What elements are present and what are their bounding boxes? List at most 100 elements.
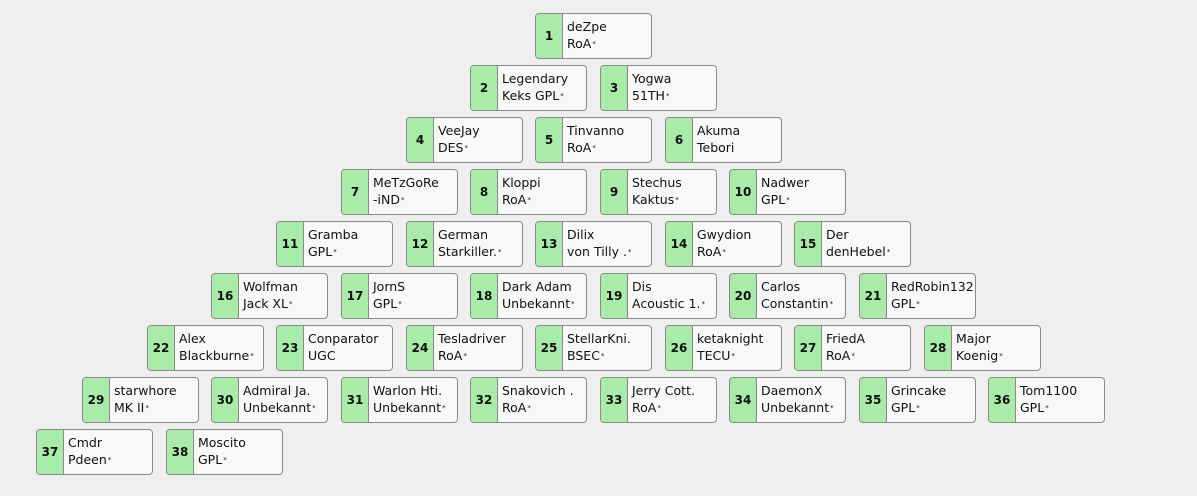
player-team: GPL [891, 296, 916, 311]
rank-number: 8 [471, 170, 498, 214]
player-team-line: RoA* [567, 35, 607, 52]
asterisk-mark: * [592, 40, 596, 48]
player-team-line: RoA* [502, 399, 574, 416]
player-team: -iND [373, 192, 400, 207]
rank-number: 17 [342, 274, 369, 318]
player-name: Kloppi [502, 175, 541, 190]
player-team: BSEC [567, 348, 600, 363]
rank-number: 29 [83, 378, 110, 422]
player-name: Akuma [697, 123, 741, 138]
rank-number: 6 [666, 118, 693, 162]
asterisk-mark: * [464, 144, 468, 152]
player-name: Admiral Ja. [243, 383, 311, 398]
rank-number: 26 [666, 326, 693, 370]
rank-number: 5 [536, 118, 563, 162]
player-team: RoA [502, 192, 527, 207]
player-team-line: Keks GPL* [502, 87, 568, 104]
rank-number: 37 [37, 430, 64, 474]
asterisk-mark: * [722, 248, 726, 256]
player-name: Der [826, 227, 849, 242]
rank-number: 22 [148, 326, 175, 370]
player-team-line: GPL* [891, 399, 946, 416]
rank-number: 25 [536, 326, 563, 370]
player-team-line: GPL* [198, 451, 246, 468]
player-team-line: Kaktus* [632, 191, 682, 208]
player-name: starwhore [114, 383, 177, 398]
player-team: 51TH [632, 88, 665, 103]
rank-number: 33 [601, 378, 628, 422]
rank-number: 32 [471, 378, 498, 422]
player-team-line: 51TH* [632, 87, 671, 104]
rank-number: 35 [860, 378, 887, 422]
player-team: DES [438, 140, 464, 155]
player-team-line: Constantin* [761, 295, 833, 312]
player-name: Dilix [567, 227, 595, 242]
asterisk-mark: * [665, 92, 670, 100]
player-name: Carlos [761, 279, 801, 294]
player-team: Pdeen [68, 452, 107, 467]
asterisk-mark: * [107, 456, 112, 464]
player-team-line: RoA* [502, 191, 541, 208]
player-team: Blackburne [179, 348, 250, 363]
player-name: Yogwa [632, 71, 672, 86]
player-team-line: BSEC* [567, 347, 631, 364]
asterisk-mark: * [916, 404, 920, 412]
player-team-line: GPL* [308, 243, 358, 260]
player-team-line: Jack XL* [243, 295, 298, 312]
player-team-line: MK II* [114, 399, 177, 416]
player-team: denHebel [826, 244, 886, 259]
rank-number: 3 [601, 66, 628, 110]
player-name: Conparator [308, 331, 379, 346]
asterisk-mark: * [731, 352, 735, 360]
player-name: Wolfman [243, 279, 298, 294]
asterisk-mark: * [312, 404, 316, 412]
asterisk-mark: * [527, 196, 531, 204]
player-team-line: denHebel* [826, 243, 890, 260]
rank-number: 11 [277, 222, 304, 266]
